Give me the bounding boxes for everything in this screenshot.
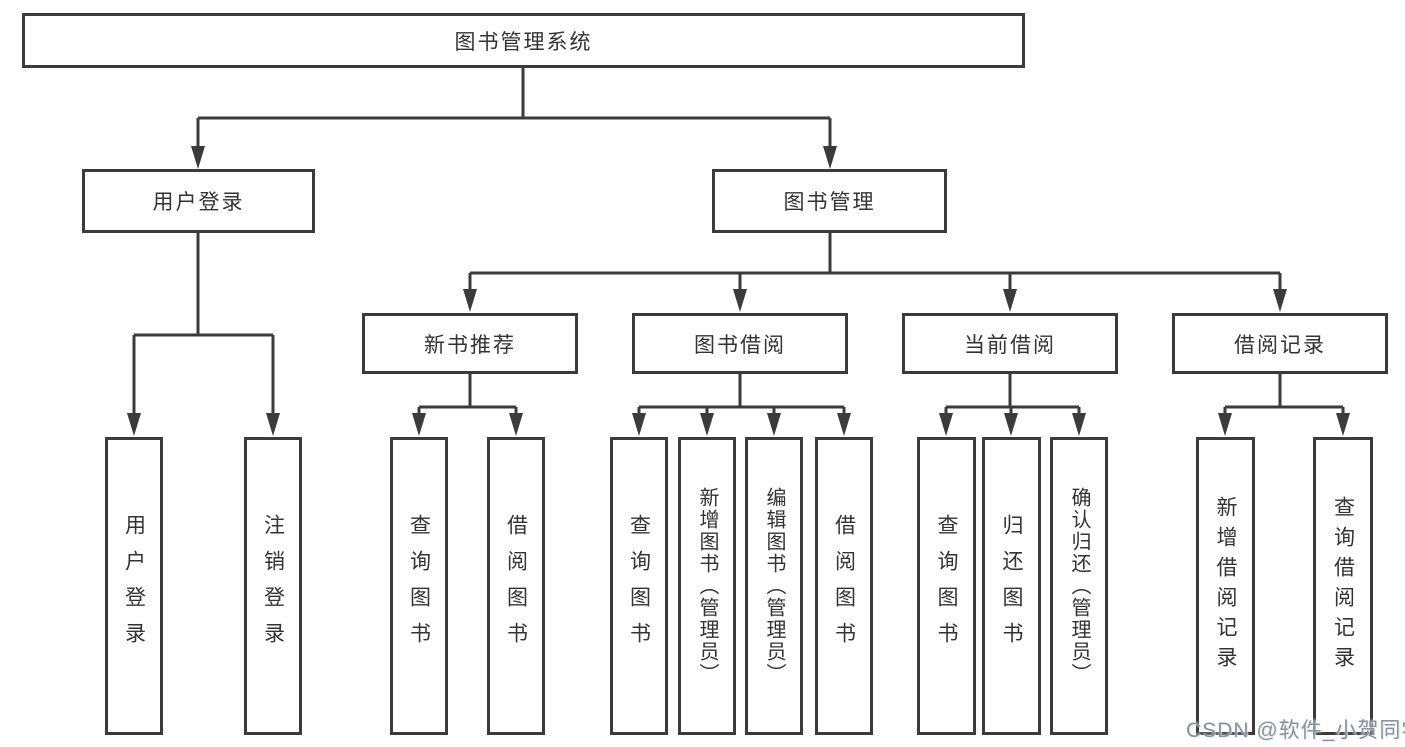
leaf-query-books-borrowing: 查询图书 xyxy=(610,437,668,735)
node-user-login: 用户登录 xyxy=(82,169,315,233)
node-borrowing-records: 借阅记录 xyxy=(1172,313,1388,374)
leaf-logout: 注销登录 xyxy=(244,437,302,735)
leaf-borrow-books-borrowing: 借阅图书 xyxy=(815,437,873,735)
csdn-watermark: CSDN @软件_小贺同学 xyxy=(1186,719,1405,742)
node-book-management: 图书管理 xyxy=(712,169,947,233)
node-book-borrowing: 图书借阅 xyxy=(632,313,848,374)
node-current-borrowing: 当前借阅 xyxy=(902,313,1118,374)
leaf-user-login: 用户登录 xyxy=(105,437,163,735)
leaf-query-borrow-record: 查询借阅记录 xyxy=(1313,437,1373,735)
leaf-return-books: 归还图书 xyxy=(982,437,1041,735)
leaf-confirm-return-admin: 确认归还（管理员） xyxy=(1050,437,1108,735)
node-library-management-system: 图书管理系统 xyxy=(22,13,1025,68)
leaf-add-books-admin: 新增图书（管理员） xyxy=(678,437,736,735)
leaf-edit-books-admin: 编辑图书（管理员） xyxy=(745,437,803,735)
leaf-query-books-recommend: 查询图书 xyxy=(390,437,448,735)
leaf-query-books-current: 查询图书 xyxy=(917,437,976,735)
leaf-borrow-books-recommend: 借阅图书 xyxy=(487,437,545,735)
node-new-book-recommendation: 新书推荐 xyxy=(362,313,578,374)
leaf-add-borrow-record: 新增借阅记录 xyxy=(1196,437,1255,735)
